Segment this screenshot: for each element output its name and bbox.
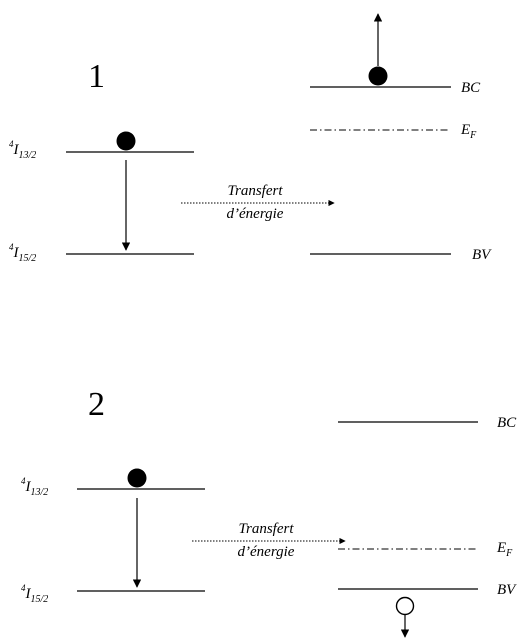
panel-number-2: 2 xyxy=(88,386,105,423)
transfer-label-line1-1: Transfert xyxy=(227,183,283,199)
level-lower-label-2: 4I15/2 xyxy=(21,583,48,605)
level-lower-label-1: 4I15/2 xyxy=(9,242,36,264)
transfer-label-line2-2: d’énergie xyxy=(238,544,295,560)
panel-number-1: 1 xyxy=(88,58,105,95)
electron-marker-band-1 xyxy=(368,66,388,86)
transfer-label-line2-1: d’énergie xyxy=(227,206,284,222)
conduction-band-label-2: BC xyxy=(497,415,517,431)
transfer-label-line1-2: Transfert xyxy=(238,521,294,537)
electron-marker-erbium-2 xyxy=(127,468,147,488)
valence-band-label-1: BV xyxy=(472,247,492,263)
panel-2: 2 4I13/2 4I15/2 Transfert d’énergie BC E… xyxy=(21,386,517,638)
level-upper-label-1: 4I13/2 xyxy=(9,139,36,161)
fermi-level-label-1: EF xyxy=(460,122,477,141)
valence-band-label-2: BV xyxy=(497,582,517,598)
electron-marker-erbium-1 xyxy=(116,131,136,151)
hole-marker-band-2 xyxy=(395,596,415,616)
conduction-band-label-1: BC xyxy=(461,80,481,96)
level-upper-label-2: 4I13/2 xyxy=(21,476,48,498)
panel-1: 1 4I13/2 4I15/2 Transfert d’énergie BC E… xyxy=(9,13,492,264)
fermi-level-label-2: EF xyxy=(496,540,513,559)
